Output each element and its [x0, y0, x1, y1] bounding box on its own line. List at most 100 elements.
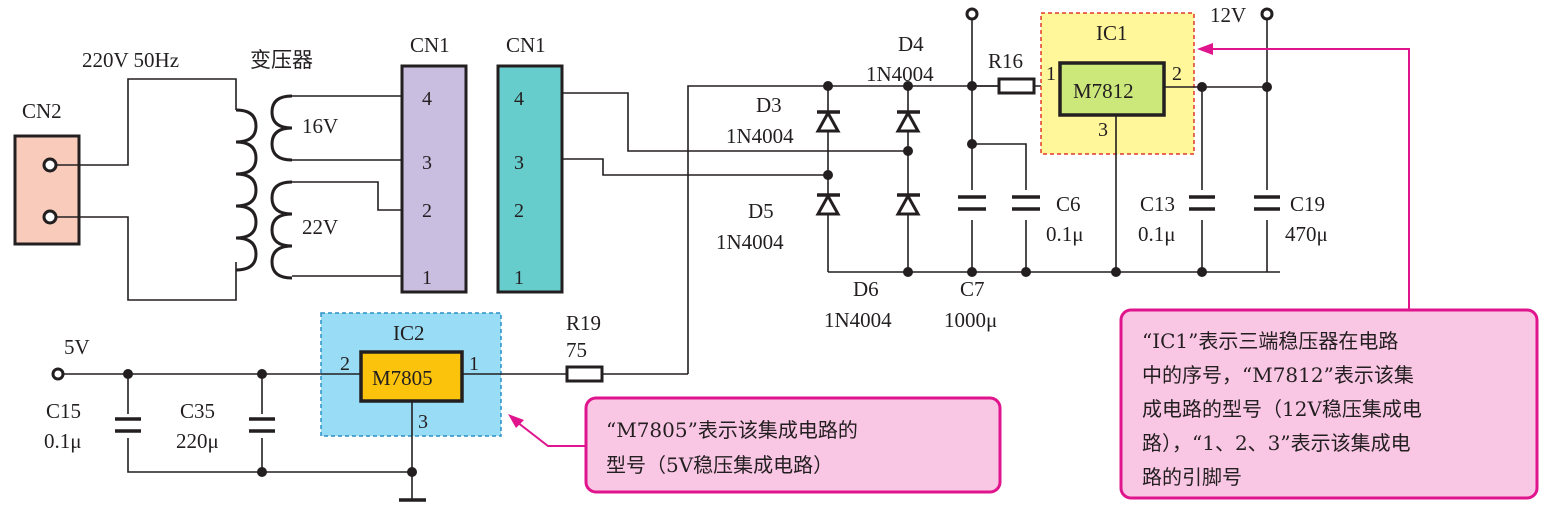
junction-dot: [1021, 267, 1031, 277]
pin-label: 4: [514, 88, 524, 110]
wire: [292, 181, 402, 211]
output-12v-terminal: [1260, 7, 1274, 21]
pin-label: 2: [514, 200, 524, 222]
ic2-part: M7805: [372, 366, 433, 390]
transformer-label: 变压器: [250, 48, 313, 72]
junction-dot: [823, 81, 833, 91]
c19-ref: C19: [1290, 192, 1325, 216]
junction-dot: [1111, 267, 1121, 277]
callout-leader: [516, 421, 586, 447]
d5-ref: D5: [748, 199, 774, 223]
c13-ref: C13: [1140, 192, 1175, 216]
pin-label: 4: [422, 88, 432, 110]
capacitor-c19-icon: [1254, 195, 1280, 211]
ic2-annotation-box: [584, 396, 1002, 494]
output-5v-terminal: [51, 367, 65, 381]
pin-label: 2: [422, 200, 432, 222]
callout-arrow-icon: [508, 414, 524, 428]
d4-part: 1N4004: [866, 62, 934, 86]
ic2-ref: IC2: [393, 321, 425, 345]
cn2-label: CN2: [22, 99, 62, 123]
ic1-annotation-box: [1119, 308, 1539, 500]
ic1-annotation-line: “IC1”表示三端稳压器在电路: [1142, 329, 1398, 353]
d3-ref: D3: [756, 93, 782, 117]
ic1-annotation-line: 中的序号，“M7812”表示该集: [1142, 363, 1414, 387]
d6-ref: D6: [853, 277, 879, 301]
mains-wire: [56, 78, 237, 166]
capacitor-c13-icon: [1189, 195, 1215, 211]
ic1-chip: [1058, 61, 1166, 117]
ic2-pin-3: 3: [418, 411, 428, 433]
capacitor-c7-icon: [958, 195, 986, 211]
c7-value: 1000μ: [944, 308, 997, 332]
cap-gap: [1010, 190, 1046, 220]
ground-wire: [127, 374, 412, 473]
c15-ref: C15: [46, 399, 81, 423]
junction-dot: [407, 467, 417, 477]
d3-part: 1N4004: [726, 124, 794, 148]
ic1-ref: IC1: [1096, 21, 1128, 45]
c35-ref: C35: [180, 399, 215, 423]
ic1-annotation-line: 路），“1、2、3”表示该集成电: [1142, 431, 1411, 455]
r16-ref: R16: [988, 49, 1023, 73]
mains-wire: [56, 216, 237, 301]
callout-leader: [1210, 48, 1410, 310]
wire: [687, 85, 1000, 374]
ic2-pin-2: 2: [340, 353, 350, 375]
pin-label: 1: [514, 267, 524, 289]
capacitor-c6-icon: [1012, 195, 1040, 211]
diode-d6-icon: [895, 192, 921, 216]
resistor-r16-icon: [997, 77, 1036, 95]
pin-label: 3: [514, 152, 524, 174]
cn1-right-label: CN1: [506, 33, 546, 57]
cn1-right-connector: [496, 64, 564, 294]
wire: [562, 92, 908, 152]
output-12v-label: 12V: [1210, 3, 1246, 27]
cap-gap: [955, 190, 991, 220]
d5-part: 1N4004: [716, 230, 784, 254]
r19-value: 75: [566, 338, 587, 362]
r19-ref: R19: [566, 311, 601, 335]
diode-d3-icon: [815, 109, 841, 133]
ic2-pin-1: 1: [469, 353, 479, 375]
ic1-pin-2: 2: [1172, 63, 1182, 85]
pin-label: 3: [422, 152, 432, 174]
junction-dot: [903, 81, 913, 91]
junction-dot: [967, 267, 977, 277]
d4-ref: D4: [898, 32, 924, 56]
cn2-connector: [13, 134, 81, 246]
cap-gap: [1250, 190, 1284, 220]
secondary-coil-icon: [270, 94, 293, 162]
capacitor-c15-icon: [115, 417, 141, 433]
c6-value: 0.1μ: [1046, 222, 1084, 246]
junction-dot: [903, 267, 913, 277]
cn1-left-connector: [400, 64, 468, 294]
winding-16v-label: 16V: [302, 114, 338, 138]
mains-label: 220V 50Hz: [82, 48, 179, 72]
c13-value: 0.1μ: [1138, 222, 1176, 246]
cn2-terminal: [42, 157, 58, 173]
c35-value: 220μ: [176, 429, 219, 453]
c15-value: 0.1μ: [44, 429, 82, 453]
callout-arrow-icon: [1197, 43, 1213, 55]
junction-dot: [903, 146, 913, 156]
ic2-annotation-line: 型号（5V稳压集成电路）: [606, 453, 833, 477]
junction-dot: [257, 467, 267, 477]
capacitor-c35-icon: [249, 417, 275, 433]
ic1-pin-3: 3: [1098, 119, 1108, 141]
output-5v-label: 5V: [64, 335, 90, 359]
ic1-part: M7812: [1073, 79, 1134, 103]
diode-d4-icon: [895, 109, 921, 133]
secondary-coil-icon: [270, 180, 293, 280]
junction-dot: [1197, 267, 1207, 277]
resistor-r19-icon: [565, 365, 604, 383]
diode-d5-icon: [815, 192, 841, 216]
winding-22v-label: 22V: [302, 215, 338, 239]
pin-label: 1: [422, 267, 432, 289]
wire: [562, 158, 828, 176]
cap-gap: [1186, 190, 1220, 220]
c6-ref: C6: [1056, 192, 1081, 216]
c19-value: 470μ: [1285, 222, 1328, 246]
ic2-annotation-line: “M7805”表示该集成电路的: [606, 418, 858, 442]
